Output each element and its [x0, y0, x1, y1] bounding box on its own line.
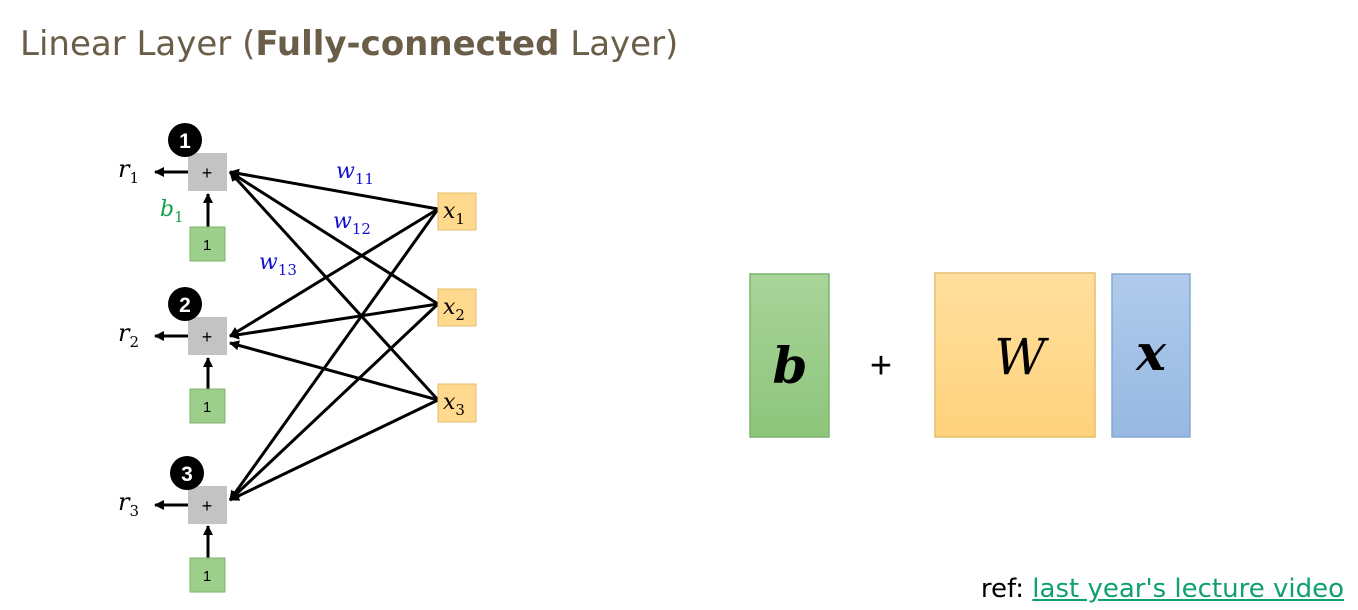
bias-input-value-3: 1: [203, 568, 211, 585]
sum-symbol-2: +: [202, 327, 213, 347]
input-vector-block: [1111, 273, 1191, 438]
matrix-equation: b + W x: [749, 272, 1191, 438]
bias-vector-block: [749, 273, 830, 438]
input-x1: x1: [437, 192, 477, 231]
neuron-number-badge-3: [170, 456, 204, 490]
title-bold: Fully-connected: [255, 24, 560, 64]
title-suffix: Layer): [559, 24, 679, 64]
bias-input-value-2: 1: [203, 399, 211, 416]
weight-label-w13: w13: [259, 250, 297, 279]
slide-title: Linear Layer (Fully-connected Layer): [20, 24, 678, 64]
bias-input-box-1: [189, 226, 226, 262]
reference-prefix: ref:: [980, 574, 1033, 604]
input-box-x2: [437, 288, 477, 327]
input-box-x1: [437, 192, 477, 231]
bias-vector-label: b: [773, 336, 808, 395]
edge-x1-n1: [229, 168, 439, 211]
sum-node-3: [188, 486, 227, 524]
output-label-r2: r2: [118, 319, 139, 351]
weight-label-w12: w12: [333, 209, 371, 238]
output-label-r1: r1: [118, 155, 139, 187]
edge-x2-n3: [228, 302, 440, 502]
input-box-x3: [437, 383, 477, 423]
bias-input-value-1: 1: [203, 237, 211, 254]
edge-x1-n2: [229, 207, 439, 338]
output-label-r3: r3: [118, 488, 139, 520]
neuron-1: + 1 r1 b1 1: [118, 123, 227, 262]
lecture-video-link[interactable]: last year's lecture video: [1032, 574, 1344, 604]
weight-matrix-block: [934, 272, 1096, 438]
edge-x3-n2: [229, 340, 439, 402]
title-prefix: Linear Layer (: [20, 24, 256, 64]
edge-x2-n2: [229, 302, 439, 340]
edge-x3-n1: [228, 170, 440, 402]
edge-x2-n1: [229, 170, 439, 306]
neuron-3: + 3 r3 1: [118, 456, 227, 593]
neuron-number-1: 1: [179, 130, 191, 153]
weight-matrix-label: W: [994, 328, 1049, 386]
input-x3: x3: [437, 383, 477, 423]
plus-operator: +: [870, 345, 892, 387]
weight-label-w11: w11: [336, 159, 374, 188]
neuron-number-2: 2: [179, 294, 191, 317]
input-x2: x2: [437, 288, 477, 327]
sum-node-1: [188, 153, 227, 191]
input-label-x2: x2: [443, 295, 465, 324]
bias-input-box-3: [189, 557, 226, 593]
sum-symbol-3: +: [202, 496, 213, 516]
input-vector-label: x: [1135, 323, 1167, 382]
input-label-x1: x1: [443, 199, 465, 228]
input-label-x3: x3: [443, 390, 465, 419]
connections: [228, 168, 440, 502]
bias-label-b1: b1: [160, 197, 184, 226]
neuron-number-badge-1: [168, 123, 202, 157]
neuron-number-badge-2: [168, 287, 202, 321]
sum-symbol-1: +: [202, 163, 213, 183]
edge-x1-n3: [228, 208, 440, 501]
neuron-number-3: 3: [181, 463, 193, 486]
neuron-2: + 2 r2 1: [118, 287, 227, 424]
bias-input-box-2: [189, 388, 226, 424]
edge-x3-n3: [229, 398, 439, 502]
reference-note: ref: last year's lecture video: [981, 574, 1344, 604]
sum-node-2: [188, 317, 227, 355]
